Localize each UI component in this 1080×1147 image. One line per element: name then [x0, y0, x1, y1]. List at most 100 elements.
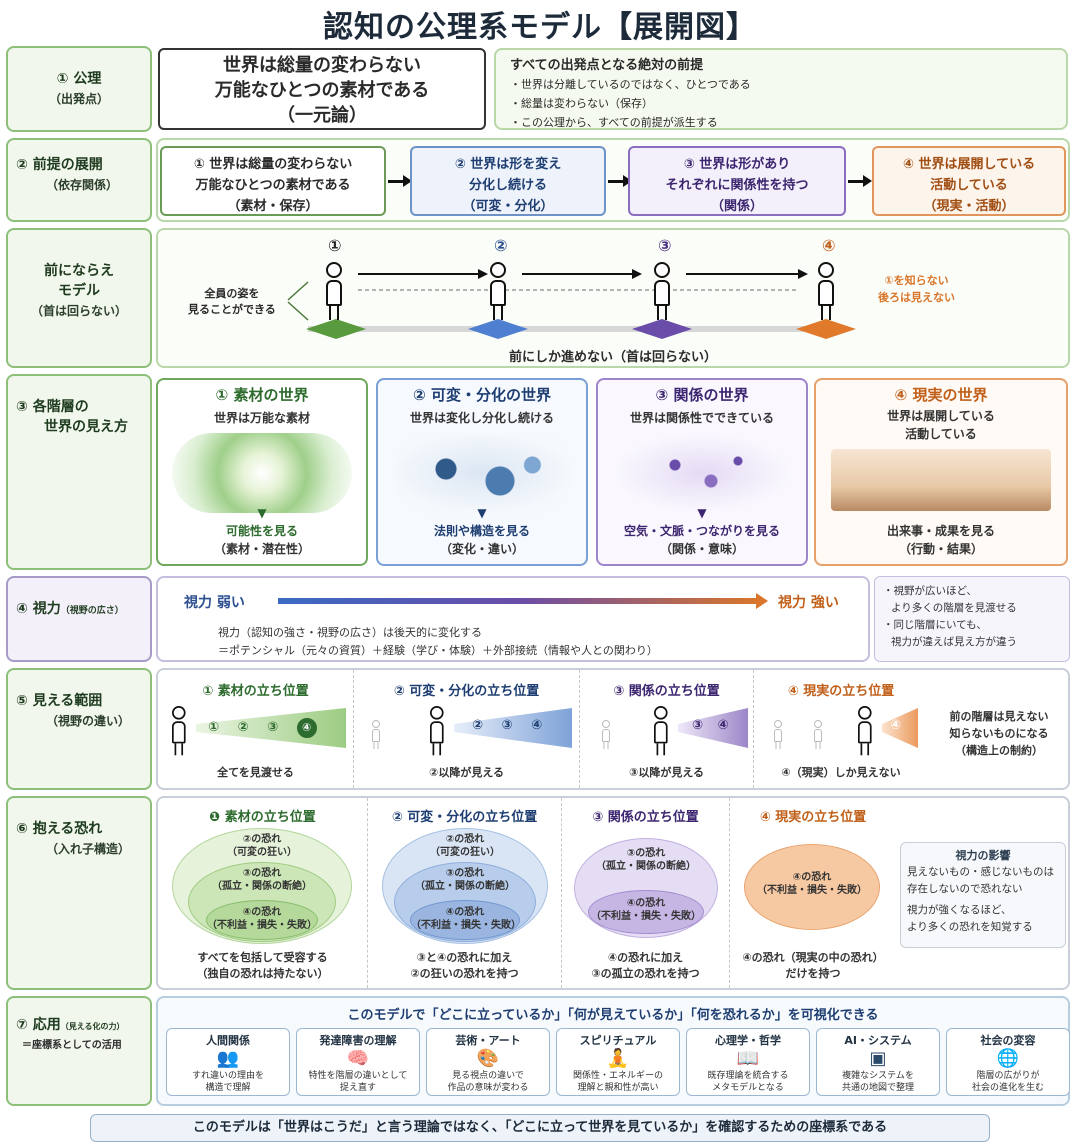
note-line: 全員の姿を — [204, 287, 260, 300]
fear-ellipse-4: ④の恐れ （不利益・損失・失敗） — [410, 900, 521, 940]
section-visible-range: ⑤ 見える範囲 （視野の違い） ① 素材の立ち位置 ① ② ③ ④ 全てを見渡せ… — [6, 668, 1070, 790]
card-desc: 世界は展開している — [887, 409, 995, 423]
application-psychology: 心理学・哲学 📖 既存理論を統合する メタモデルとなる — [686, 1028, 810, 1096]
axiom-line-1: 世界は総量の変わらない — [223, 55, 421, 76]
card-title: ② 可変・分化の世界 — [413, 386, 551, 404]
range-num: ④ — [890, 718, 902, 733]
lineup-content: 全員の姿を 見ることができる ① ② ③ ④ ①を知らない — [156, 228, 1070, 368]
palette-icon: 🎨 — [476, 1048, 500, 1069]
range-num: ③ — [267, 720, 279, 735]
lineup-num-3: ③ — [658, 236, 672, 255]
network-image — [612, 433, 792, 513]
position-caption: 全てを見渡せる — [217, 766, 294, 779]
vision-line: ＝ポテンシャル（元々の資質）＋経験（学び・体験）＋外部接続（情報や人との関わり） — [218, 644, 658, 657]
section-fears: ⑥ 抱える恐れ （入れ子構造） ❶ 素材の立ち位置 ②の恐れ （可変の狂い） ③… — [6, 796, 1070, 990]
axiom-line-2: 万能なひとつの素材である — [214, 80, 430, 101]
section-applications: ⑦ 応用（見える化の力） ＝座標系としての活用 このモデルで「どこに立っているか… — [6, 996, 1070, 1106]
premise-step-4: ④ 世界は展開している 活動している （現実・活動） — [872, 146, 1066, 216]
section-axiom: ① 公理 （出発点） 世界は総量の変わらない 万能なひとつの素材である （一元論… — [6, 46, 1070, 132]
person-faded-icon — [814, 720, 822, 749]
side-line: 見えないもの・感じないものは — [907, 866, 1054, 878]
fear-title: ② 可変・分化の立ち位置 — [391, 810, 538, 825]
fear-name: ③の恐れ — [626, 848, 666, 859]
premise-item: ・総量は変わらない（保存） — [510, 97, 653, 110]
worldview-label: ③ 各階層の 世界の見え方 — [6, 374, 152, 570]
side-line: より多くの恐れを知覚する — [907, 921, 1033, 933]
expansion-content: ① 世界は総量の変わらない 万能なひとつの素材である （素材・保存） ② 世界は… — [156, 138, 1070, 222]
fear-position-3: ③ 関係の立ち位置 ③の恐れ （孤立・関係の断絶） ④の恐れ （不利益・損失・失… — [562, 798, 730, 988]
person-icon — [858, 706, 872, 756]
range-label-sub: （視野の違い） — [46, 714, 131, 728]
vision-gradient-bar — [278, 598, 758, 604]
person-icon — [430, 706, 444, 756]
fears-content: ❶ 素材の立ち位置 ②の恐れ （可変の狂い） ③の恐れ （孤立・関係の断絶） ④… — [156, 796, 1070, 990]
vision-line: 視力（認知の強さ・視野の広さ）は後天的に変化する — [218, 626, 482, 639]
fear-caption: （独自の恐れは持たない） — [196, 967, 329, 980]
fear-name: ②の恐れ — [242, 834, 282, 845]
position-title: ④ 現実の立ち位置 — [787, 684, 895, 699]
position-caption: ④（現実）しか見えない — [781, 766, 901, 779]
application-desc: 捉え直す — [339, 1083, 376, 1093]
world-card-reality: ④ 現実の世界 世界は展開している 活動している 出来事・成果を見る（行動・結果… — [814, 378, 1068, 566]
card-desc-2: 活動している — [905, 427, 977, 441]
application-desc: 理解と親和性が高い — [577, 1083, 659, 1093]
application-society: 社会の変容 🌐 階層の広がりが 社会の進化を生む — [946, 1028, 1070, 1096]
range-num: ② — [237, 720, 249, 735]
application-title: 社会の変容 — [980, 1034, 1036, 1047]
step-line: （可変・分化） — [462, 199, 554, 214]
note-line: 視力が違えば見え方が違う — [891, 636, 1017, 648]
application-desc: メタモデルとなる — [712, 1083, 784, 1093]
card-title: ① 素材の世界 — [215, 386, 309, 404]
note-line: （構造上の制約） — [955, 744, 1043, 757]
fear-ellipse-4: ④の恐れ （不利益・損失・失敗） — [206, 900, 318, 940]
range-num: ② — [472, 718, 484, 733]
note-line: ①を知らない — [884, 274, 949, 287]
material-orb-image — [172, 433, 352, 513]
fear-name: ④の恐れ — [242, 907, 282, 918]
application-art: 芸術・アート 🎨 見る視点の違いで 作品の意味が変わる — [426, 1028, 550, 1096]
application-title: 芸術・アート — [455, 1034, 521, 1047]
fear-ellipse-4: ④の恐れ （不利益・損失・失敗） — [588, 890, 704, 934]
lineup-label: 前にならえ モデル （首は回らない） — [6, 228, 152, 368]
note-line: 前の階層は見えない — [949, 710, 1049, 723]
premise-title: すべての出発点となる絶対の前提 — [510, 58, 704, 73]
axiom-label: ① 公理 （出発点） — [6, 46, 152, 132]
application-desc: 既存理論を統合する — [707, 1071, 789, 1081]
fear-title: ③ 関係の立ち位置 — [592, 810, 699, 825]
person-icon — [654, 706, 668, 756]
application-desc: 社会の進化を生む — [971, 1083, 1044, 1093]
fear-title: ❶ 素材の立ち位置 — [209, 810, 316, 825]
globe-icon: 🌐 — [996, 1048, 1020, 1069]
lineup-right-note: ①を知らない 後ろは見えない — [878, 272, 955, 306]
application-people: 人間関係 👥 すれ違いの理由を 構造で理解 — [166, 1028, 290, 1096]
fears-label: ⑥ 抱える恐れ （入れ子構造） — [6, 796, 152, 990]
chip-icon: ▣ — [869, 1048, 887, 1069]
application-desc: すれ違いの理由を — [191, 1071, 264, 1081]
step-line: （現実・活動） — [923, 199, 1015, 214]
range-position-4: ④ 現実の立ち位置 ④ ④（現実）しか見えない — [754, 670, 928, 788]
fear-position-2: ② 可変・分化の立ち位置 ②の恐れ （可変の狂い） ③の恐れ （孤立・関係の断絶… — [368, 798, 562, 988]
fear-caption: ③と④の恐れに加え — [416, 951, 513, 964]
page-title: 認知の公理系モデル【展開図】 — [323, 10, 757, 45]
fear-desc: （不利益・損失・失敗） — [757, 885, 867, 896]
step-line: （素材・保存） — [227, 199, 319, 214]
range-position-1: ① 素材の立ち位置 ① ② ③ ④ 全てを見渡せる — [158, 670, 354, 788]
city-image — [831, 449, 1051, 511]
world-card-relation: ③ 関係の世界 世界は関係性でできている ▼空気・文脈・つながりを見る（関係・意… — [596, 378, 808, 566]
applications-header: このモデルで「どこに立っているか」「何が見えているか」「何を恐れるか」を可視化で… — [347, 1008, 879, 1023]
arrow-right-icon — [848, 175, 872, 187]
fear-title: ④ 現実の立ち位置 — [759, 810, 867, 825]
card-see-sub: （素材・潜在性） — [213, 542, 310, 556]
note-line: 見ることができる — [188, 303, 276, 316]
step-line: ② 世界は形を変え — [454, 157, 562, 172]
lineup-left-note: 全員の姿を 見ることができる — [188, 286, 276, 318]
range-position-2: ② 可変・分化の立ち位置 ② ③ ④ ②以降が見える — [354, 670, 580, 788]
worldview-label-sub: 世界の見え方 — [44, 419, 128, 435]
applications-label-title: ⑦ 応用 — [16, 1017, 61, 1033]
fear-desc: （可変の狂い） — [227, 847, 297, 858]
position-title: ① 素材の立ち位置 — [202, 684, 309, 699]
range-num: ④ — [717, 718, 729, 733]
arrow-right-icon — [608, 175, 632, 187]
position-caption: ③以降が見える — [629, 766, 704, 779]
person-faded-icon — [774, 720, 782, 749]
